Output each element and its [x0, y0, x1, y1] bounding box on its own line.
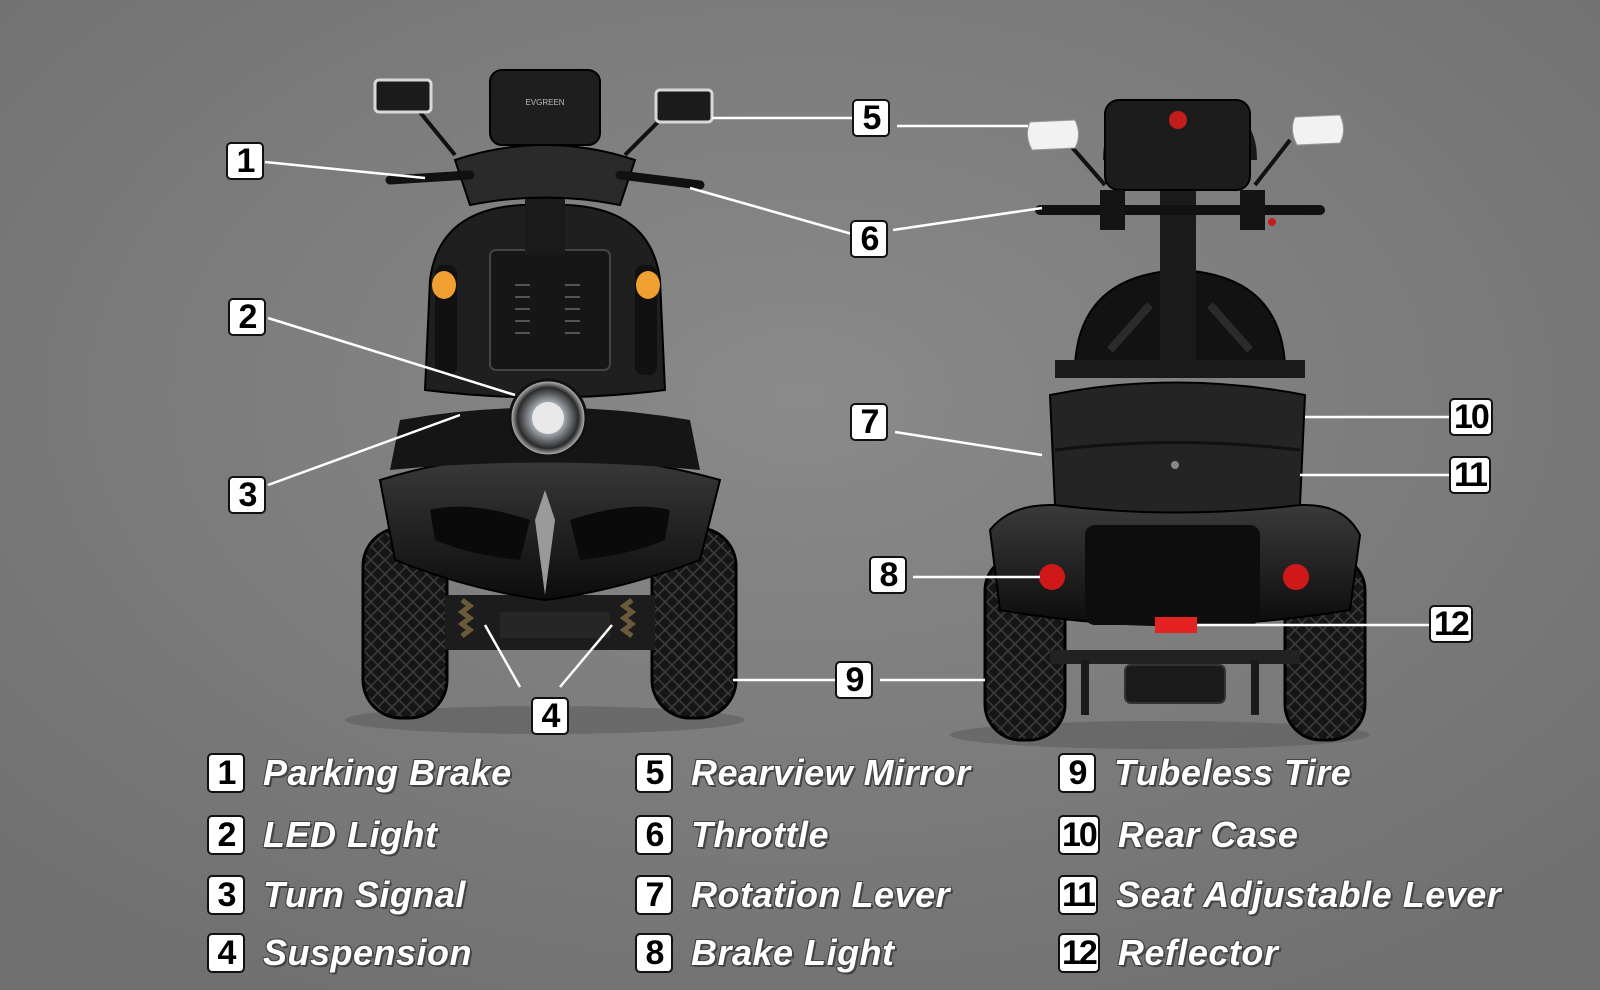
callout-2: 2 — [228, 298, 266, 336]
front-backrest — [489, 69, 601, 146]
callout-9: 9 — [835, 661, 873, 699]
seat-brand-text: EVGREEN — [525, 98, 564, 107]
callout-11: 11 — [1449, 456, 1491, 494]
callout-5: 5 — [852, 99, 890, 137]
callout-1: 1 — [226, 142, 264, 180]
callout-4: 4 — [531, 697, 569, 735]
rear-right-mirror — [1291, 114, 1344, 146]
rear-reflector — [1155, 617, 1197, 633]
rear-left-brake-light — [1039, 564, 1065, 590]
leader-lines — [264, 116, 1450, 688]
callout-3: 3 — [228, 476, 266, 514]
front-suspension — [457, 598, 637, 638]
rear-motor — [1124, 664, 1226, 704]
front-left-turn-signal — [432, 271, 456, 299]
rear-view-scooter — [950, 99, 1370, 749]
front-right-mirror — [654, 88, 714, 124]
callout-7: 7 — [850, 403, 888, 441]
callout-8: 8 — [869, 556, 907, 594]
front-left-mirror — [373, 78, 433, 114]
front-basket — [489, 249, 611, 371]
front-view-scooter: EVGREEN — [345, 69, 745, 734]
rear-case — [1048, 381, 1307, 514]
callout-10: 10 — [1449, 398, 1493, 436]
callout-12: 12 — [1429, 605, 1473, 643]
front-right-turn-signal — [636, 271, 660, 299]
callout-6: 6 — [850, 220, 888, 258]
rear-right-brake-light — [1283, 564, 1309, 590]
rear-left-mirror — [1026, 119, 1079, 151]
